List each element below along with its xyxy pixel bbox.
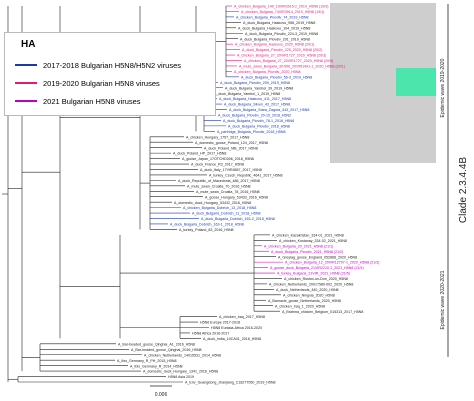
tip-label: A_Greylag_goose_England_052868_2020_H5N8 [278,255,357,259]
tip-label: A_chicken_Bulgaria_Haskovo_2020_H5N8 (20… [235,43,314,47]
tip-label: A_duck_Republic_of_Macedonia_486_2017_H5… [178,179,260,183]
tip-label: A_duck_Bulgaria_Plovdiv_201_2019_H5N8 [240,37,310,41]
tip-label: A_domestic_duck_Hungary_53432_2016_H5N8 [174,201,251,205]
tip-label: A_chicken_Ningxia_2020_H5N8 [283,293,335,297]
tip-label: A_duck_Bulgaria_Dobrich_163-1_2018_H5N8 [170,223,244,227]
tip-label: A_duck_France_R3_2017_H5N8 [191,163,244,167]
tip-label: A_Env_Guangdong_zhanjiang_C18277050_2019… [185,381,276,385]
tip-label: A_chicken_Bulgaria_27_20VIR1727_2020_H5N… [237,54,326,58]
highlight-band [396,68,436,96]
tip-label: A_duck_Bulgaria_Plovdiv_56-3_2019_H5N8 [241,75,312,79]
tip-label: A_duck_Bulgaria_Stara_Zagora_443_2017_H5… [229,108,309,112]
legend-title: HA [21,39,36,50]
tip-labels: A_chicken_Bulgaria_149_19VIR3915-2_2019_… [117,5,380,385]
tip-label: A_duck_Bulgaria_Haskovo_956_2019_H5N8 [243,21,315,25]
tip-label: A_mute_swan_Bulgaria_30-506_20VIR1441-1_… [239,65,345,69]
tip-label: A_chicken_Bulgaria_12_20VIR12707-1_2020_… [285,261,380,265]
tip-label: A_goose_duck_Bulgaria_21VIR2210-1_2021_H… [270,266,364,270]
legend-item-label: 2017-2018 Bulgarian H5N8/H5N2 viruses [43,60,181,70]
tip-label: A_duck_Bulgaria_Yambol_39_2019_H5N8 [225,86,293,90]
tip-label: A_duck_Bulgaria_Plovdiv_224-3_2019_H5N8 [245,32,318,36]
tip-label: A_turkey_Poland_83_2016_H5N8 [179,228,234,232]
tip-label: A_duck_Netherlands_440_2020_H5N8 [276,288,339,292]
legend: HA 2017-2018 Bulgarian H5N8/H5N2 viruses… [4,32,216,116]
clade-label: Clade 2.3.4.4B [458,157,469,223]
tip-label: A_Ibis_Germany_R_PH_2015_H5N8 [117,359,177,363]
tip-label: A_duck_Bulgaria_Haskovo_104_2019_H5N8 [238,26,310,30]
tip-label: A_duck_Italy_17VIR4567_2017_H5N8 [200,168,262,172]
tip-label: A_domestic_duck_Hungary_1341_2016_H5N8 [143,370,218,374]
legend-item-2021: 2021 Bulgarian H5N8 viruses [15,96,141,106]
tip-label: A_duck_Bulgaria_Haskovo_411_2017_H5N8 [219,97,291,101]
tip-label: A_chicken_Bulgaria_Dobrich_13_2018_H5N8 [183,206,256,210]
tip-label: A_duck_Bulgaria_Plovdiv_2018_H5N8 [228,124,290,128]
wave-label-2020-2021: Epidemic wave 2020-2021 [440,270,446,329]
tip-label: A_duck_Poland_HP_2017_H5N8 [173,152,226,156]
tip-label: H5N8 Eurasia-Africa 2016-2020 [211,326,262,330]
legend-swatch [15,64,37,66]
tip-label: A_duck_Poland_MB_2017_H5N8 [204,146,258,150]
tip-label: A_Bar-headed_goose_Qinghai_2016_H5N8 [131,348,202,352]
tip-label: A_chicken_Bulgaria_27_20VIR1727_2020_H5N… [244,59,333,63]
tip-label: A_Brahma_chicken_Belgium_015313_2017_H5N… [282,310,363,314]
tip-label: A_chicken_Bulgaria_74VIR3914_2019_H5N8 (… [241,10,324,14]
tip-label: A_mute_swan_Croatia_70_2016_H5N8 [187,184,251,188]
tip-label: A_duck_Bulgaria_Yambol_1_2019_H5N8 [214,92,280,96]
legend-swatch [15,82,37,84]
tip-label: H5N8 Asia 2019 [168,375,194,379]
tip-label: A_Ibis_Germany_R_2014_H5N8 [130,364,183,368]
tip-label: A_duck_Bulgaria_Dobrich_11_2018_H5N8 [192,212,260,216]
tip-label: A_turkey_Bulgaria_21VIR_2021_H5N8 (21/5) [277,272,350,276]
legend-item-2017-2018: 2017-2018 Bulgarian H5N8/H5N2 viruses [15,60,181,70]
tip-label: A_chicken_Kazakhstan_334-01_2021_H5N8 [272,233,344,237]
legend-item-label: 2021 Bulgarian H5N8 viruses [43,96,141,106]
scale-bar-label: 0.006 [155,392,168,398]
tip-label: A_partridge_Bulgaria_Plovdiv_2018_H5N8 [217,130,286,134]
tip-label: A_duck_Bulgaria_Plovdiv_20-15_2018_H5N2 [218,114,291,118]
tip-label: A_chicken_Bulgaria_20_2021_H5N8 (21/1) [264,244,333,248]
tip-label: A_goose_Hungary_53433_2016_H5N8 [205,195,268,199]
tip-label: A_duck_Bulgaria_Plovdiv_78-1_2018_H5N8 [223,119,294,123]
tip-label: A_duck_Bulgaria_Sliven_43_2017_H5N8 [224,103,290,107]
tip-label: A_chicken_Hungary_1757_2017_H5N8 [186,135,249,139]
legend-swatch [15,100,37,102]
tip-label: H5N6 Europe 2017-2018 [200,321,240,325]
legend-item-2019-2020: 2019-2020 Bulgarian H5N8 viruses [15,78,160,88]
legend-item-label: 2019-2020 Bulgarian H5N8 viruses [43,78,160,88]
tip-label: A_duck_Bulgaria_Dobrich_163-2_2018_H5N8 [201,217,275,221]
tip-label: A_chicken_Kostanay_334-02_2021_H5N8 [279,239,347,243]
tip-label: A_chicken_Iraq_1_2020_H5N8 [275,304,325,308]
tip-label: A_chicken_Bulgaria_149_19VIR3915-2_2019_… [234,5,329,9]
tip-label: A_goose_Japan_17OTCHD006_2018_H5N6 [182,157,254,161]
wave-label-2019-2020: Epidemic wave 2019-2020 [440,58,446,117]
tip-label: A_Bar-headed_goose_Qinghai_A1_2016_H5N8 [118,342,195,346]
tip-label: A_chicken_Bulgaria_Plovdiv_2020_H5N8 [234,70,301,74]
tip-label: A_mute_swan_Croatia_78_2016_H5N8 [196,190,260,194]
tip-label: H5N8 Africa 2016-2017 [192,332,229,336]
tip-label: A_chicken_Rostov-on-Don_2020_H5N8 [284,277,348,281]
tip-label: A_duck_India_10CA01_2016_H5N8 [203,337,261,341]
tip-label: A_chicken_Iraq_2017_H5N8 [219,315,265,319]
tip-label: A_Barnacle_goose_Netherlands_2020_H5N8 [268,299,341,303]
tip-label: A_duck_Bulgaria_Plovdiv_225_2020_H5N8 (2… [242,48,322,52]
tip-label: A_domestic_goose_Poland_124_2017_H5N8 [195,141,268,145]
tip-label: A_chicken_Netherlands_14015531_2014_H5N8 [144,353,221,357]
tip-label: A_turkey_Czech_Republic_4641_2017_H5N8 [209,174,283,178]
tip-label: A_duck_Bulgaria_Plovdiv_209_2019_H5N8 [220,81,290,85]
tip-label: A_duck_Bulgaria_Plovdiv_2021_H5N8 (21/2) [271,250,343,254]
tip-label: A_chicken_Netherlands_20017580-002_2020_… [269,283,353,287]
tip-label: A_chicken_Bulgaria_Plovdiv_74_2019_H5N8 [236,15,309,19]
